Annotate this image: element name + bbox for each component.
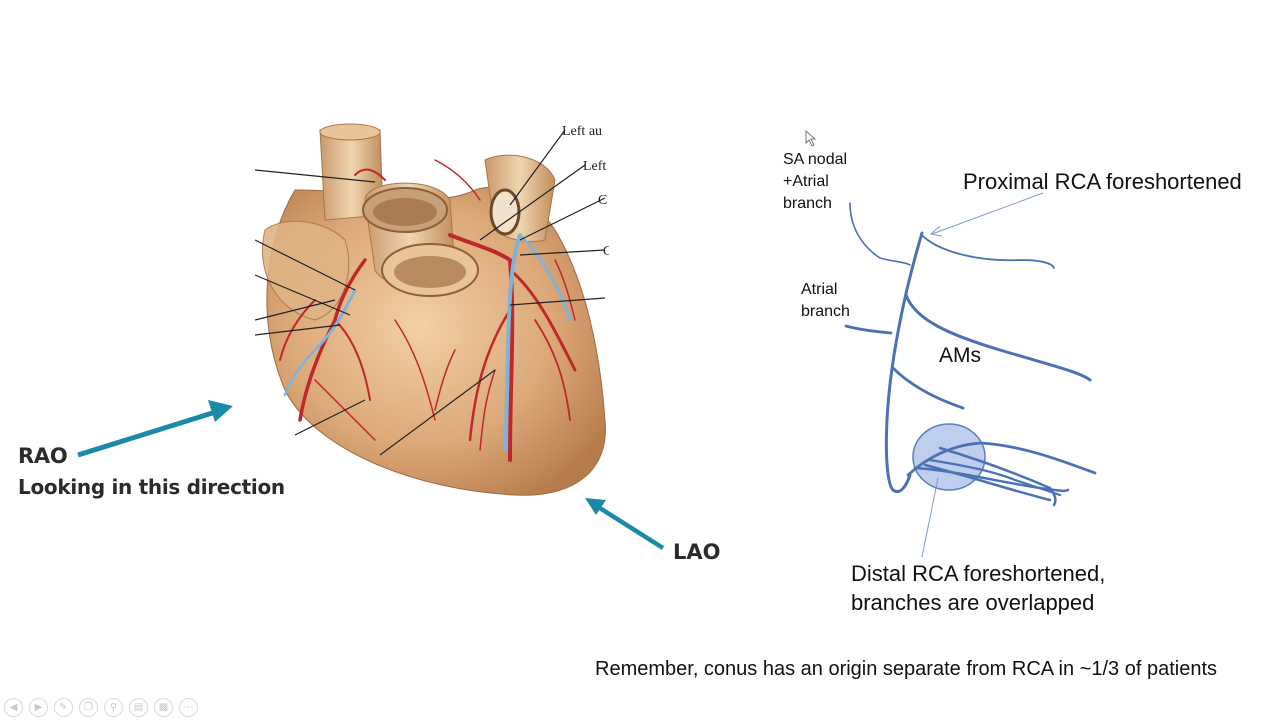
slideshow-toolbar: ◀ ▶ ✎ ❐ ⚲ ▤ ▩ ⋯ — [4, 698, 198, 717]
lao-arrow — [585, 498, 665, 550]
proximal-rca-label: Proximal RCA foreshortened — [963, 169, 1242, 194]
sa-nodal-label: SA nodal +Atrial branch — [783, 149, 847, 215]
atrial-branch-line-1: Atrial — [801, 281, 838, 298]
subtitle-icon[interactable]: ▤ — [129, 698, 148, 717]
slides-icon[interactable]: ▩ — [154, 698, 173, 717]
sa-nodal-line-1: SA nodal — [783, 151, 848, 168]
sa-nodal-line-2: +Atrial — [783, 173, 829, 190]
heart-body — [266, 186, 606, 496]
lao-label: LAO — [673, 540, 721, 564]
heart-label-left: Left — [583, 159, 607, 174]
mouse-cursor-icon — [805, 130, 817, 147]
rao-label: RAO — [18, 444, 68, 468]
more-icon[interactable]: ⋯ — [179, 698, 198, 717]
zoom-icon[interactable]: ⚲ — [104, 698, 123, 717]
heart-illustration — [255, 123, 606, 496]
rao-arrow — [77, 400, 233, 458]
pen-icon[interactable]: ✎ — [54, 698, 73, 717]
heart-label-c1: C — [598, 193, 608, 208]
copy-icon[interactable]: ❐ — [79, 698, 98, 717]
sa-nodal-line-3: branch — [783, 195, 832, 212]
heart-label-c2: C — [603, 244, 609, 259]
next-icon[interactable]: ▶ — [29, 698, 48, 717]
prev-icon[interactable]: ◀ — [4, 698, 23, 717]
ams-label: AMs — [939, 344, 981, 367]
distal-rca-label: Distal RCA foreshortened, branches are o… — [851, 559, 1105, 617]
annotation-pointers — [921, 192, 1044, 558]
distal-overlap-circle — [912, 423, 986, 491]
atrial-branch-label: Atrial branch — [801, 279, 850, 323]
heart-label-left-auricle: Left au — [562, 124, 603, 139]
atrial-branch-line-2: branch — [801, 303, 850, 320]
distal-line-1: Distal RCA foreshortened, — [851, 561, 1106, 586]
rca-schematic — [844, 202, 1097, 507]
distal-line-2: branches are overlapped — [851, 590, 1095, 615]
rao-subtitle: Looking in this direction — [18, 475, 285, 499]
footer-note: Remember, conus has an origin separate f… — [595, 658, 1218, 680]
